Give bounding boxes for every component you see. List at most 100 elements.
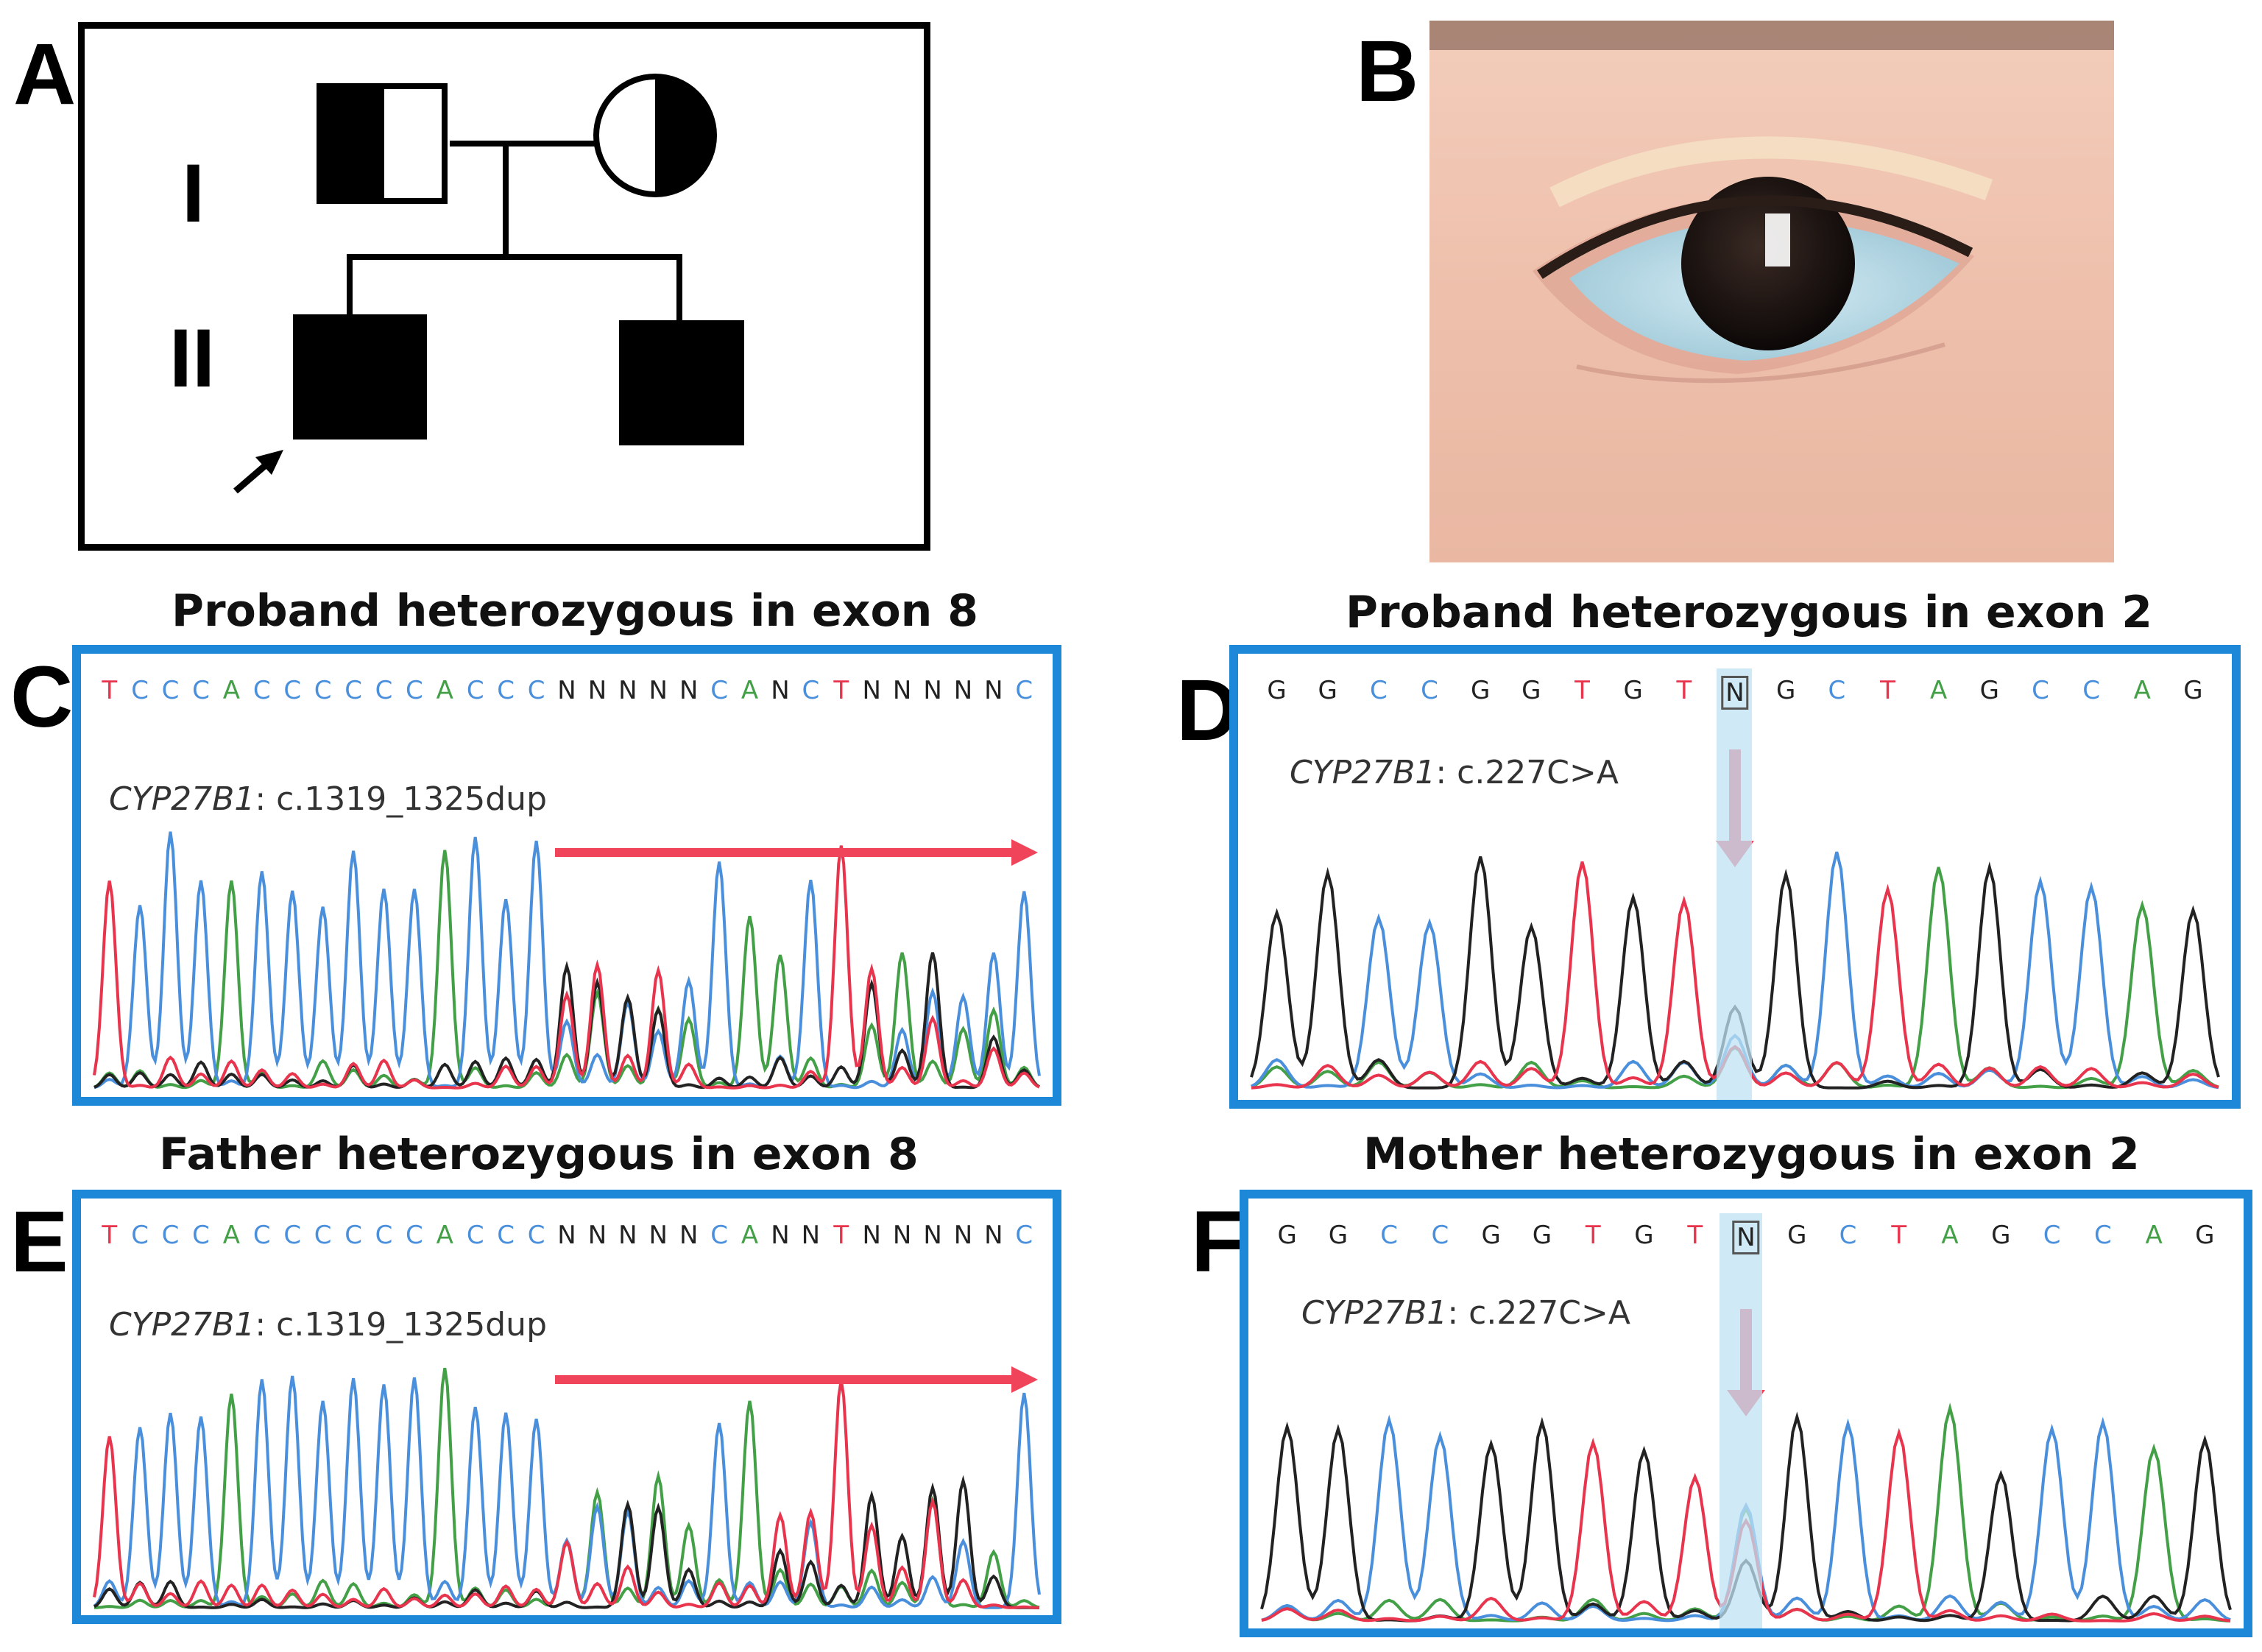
base-call: C: [1839, 1221, 1857, 1250]
base-call: N: [862, 1221, 881, 1250]
base-call: N: [771, 1221, 790, 1250]
base-call: G: [1521, 676, 1541, 705]
base-call: A: [2145, 1221, 2163, 1250]
brother-symbol: [619, 320, 744, 445]
variant-notation: : c.1319_1325dup: [255, 780, 547, 818]
base-call: T: [1880, 676, 1895, 705]
base-call: C: [375, 1221, 393, 1250]
base-call: N: [648, 676, 668, 705]
base-call: C: [2082, 676, 2100, 705]
proband-arrowhead-icon: [255, 450, 283, 475]
variant-label-f: CYP27B1: c.227C>A: [1301, 1294, 1630, 1332]
base-call: C: [1828, 676, 1846, 705]
gene-name: CYP27B1: [109, 1306, 255, 1344]
base-call: A: [222, 1221, 241, 1250]
base-call: G: [1318, 676, 1337, 705]
base-call: C: [283, 1221, 302, 1250]
base-call: A: [436, 676, 453, 705]
base-call: C: [314, 676, 332, 705]
base-call: C: [283, 676, 302, 705]
base-call: A: [1941, 1221, 1959, 1250]
base-call: T: [102, 1221, 118, 1250]
base-call: N: [1732, 1221, 1760, 1254]
panel-label-f: F: [1191, 1193, 1245, 1291]
base-call: T: [1687, 1221, 1703, 1250]
base-call: N: [923, 1221, 942, 1250]
trace-c: [93, 831, 1041, 1090]
base-call: G: [1277, 1221, 1297, 1250]
base-call: A: [2133, 676, 2151, 705]
base-call: G: [1787, 1221, 1807, 1250]
trace-plot: [93, 831, 1041, 1090]
gene-name: CYP27B1: [1290, 754, 1436, 791]
variant-label-e: CYP27B1: c.1319_1325dup: [109, 1306, 547, 1344]
base-call: A: [741, 676, 759, 705]
panel-label-b: B: [1356, 23, 1419, 120]
duplication-arrowhead-icon: [1011, 1366, 1038, 1393]
panel-label-a: A: [13, 26, 77, 123]
base-call: N: [953, 676, 973, 705]
base-call: G: [1991, 1221, 2011, 1250]
proband-symbol: [293, 314, 427, 440]
base-call: C: [497, 1221, 515, 1250]
base-call: T: [833, 676, 849, 705]
base-call: C: [497, 676, 515, 705]
base-call: C: [466, 1221, 484, 1250]
base-call: N: [557, 676, 576, 705]
base-call: N: [679, 1221, 699, 1250]
base-call: C: [161, 1221, 180, 1250]
base-call: A: [741, 1221, 759, 1250]
base-call: T: [1585, 1221, 1601, 1250]
base-call: N: [618, 1221, 637, 1250]
base-call: G: [1634, 1221, 1654, 1250]
base-call: C: [131, 676, 149, 705]
trace-a: [93, 1368, 1040, 1609]
base-call: N: [771, 676, 790, 705]
base-call: C: [131, 1221, 149, 1250]
base-call: C: [527, 1221, 545, 1250]
base-call: C: [710, 1221, 728, 1250]
base-call: C: [2043, 1221, 2061, 1250]
base-call: G: [1267, 676, 1287, 705]
base-call: N: [923, 676, 942, 705]
base-call: N: [892, 1221, 912, 1250]
base-call: G: [1481, 1221, 1501, 1250]
base-call: C: [375, 676, 393, 705]
base-call: T: [833, 1221, 849, 1250]
base-call: C: [252, 676, 271, 705]
base-call: T: [102, 676, 118, 705]
pedigree-panel: I II: [78, 22, 930, 551]
base-call: C: [802, 676, 820, 705]
base-call: G: [1775, 676, 1796, 705]
eye-illustration: [1429, 21, 2114, 562]
pedigree-chart: I II: [169, 74, 744, 494]
father-fill: [319, 86, 384, 201]
base-call: C: [1370, 676, 1388, 705]
base-call: G: [1471, 676, 1491, 705]
base-call: G: [1979, 676, 1999, 705]
base-call: C: [710, 676, 728, 705]
base-call: N: [953, 1221, 973, 1250]
base-call: C: [2032, 676, 2049, 705]
variant-highlight: [1717, 668, 1752, 1100]
base-call: N: [557, 1221, 576, 1250]
base-call: C: [466, 676, 484, 705]
trace-t: [93, 845, 1040, 1090]
base-call: C: [2093, 1221, 2112, 1250]
base-call: T: [1891, 1221, 1907, 1250]
trace-t: [93, 1380, 1040, 1609]
panel-title-d: Proband heterozygous in exon 2: [1346, 587, 2153, 638]
panel-label-c: C: [10, 649, 74, 746]
panel-title-c: Proband heterozygous in exon 8: [172, 585, 979, 637]
variant-highlight: [1720, 1213, 1762, 1628]
base-call: C: [161, 676, 180, 705]
base-call: C: [344, 676, 362, 705]
base-call: N: [984, 676, 1003, 705]
base-call: C: [192, 1221, 210, 1250]
